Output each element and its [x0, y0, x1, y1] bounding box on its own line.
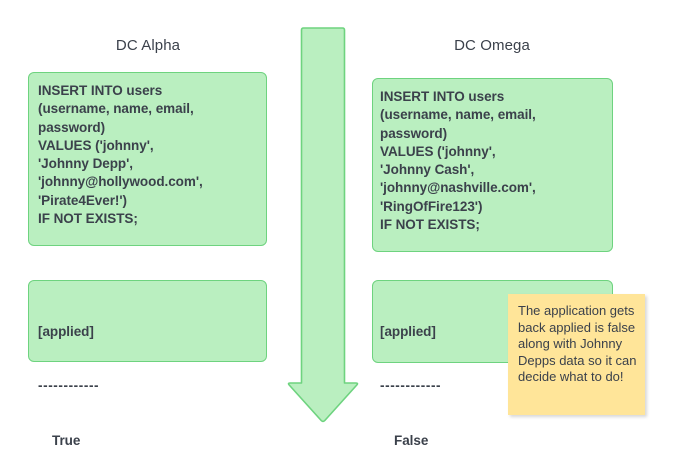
- dc-alpha-applied-label: [applied]: [38, 323, 94, 339]
- dc-omega-result-text: [applied] ------------ False: [380, 286, 441, 464]
- dc-alpha-applied-value: True: [52, 433, 81, 449]
- dc-omega-applied-label: [applied]: [380, 323, 436, 339]
- dc-omega-divider: ------------: [380, 378, 442, 394]
- sticky-note-text: The application gets back applied is fal…: [518, 303, 637, 385]
- sticky-note: The application gets back applied is fal…: [508, 294, 645, 415]
- dc-omega-query-text: INSERT INTO users (username, name, email…: [380, 89, 536, 233]
- downward-arrow-icon: [287, 27, 359, 423]
- dc-alpha-query-text: INSERT INTO users (username, name, email…: [38, 83, 203, 227]
- dc-omega-applied-value: False: [394, 433, 429, 449]
- column-title-dc-omega: DC Omega: [454, 37, 530, 54]
- dc-alpha-query-box: [28, 72, 267, 246]
- dc-alpha-result-box: [28, 280, 267, 362]
- dc-alpha-divider: ------------: [38, 378, 100, 394]
- column-title-dc-alpha: DC Alpha: [115, 37, 181, 54]
- dc-omega-query-box: [372, 78, 613, 252]
- dc-alpha-result-text: [applied] ------------ True: [38, 286, 99, 464]
